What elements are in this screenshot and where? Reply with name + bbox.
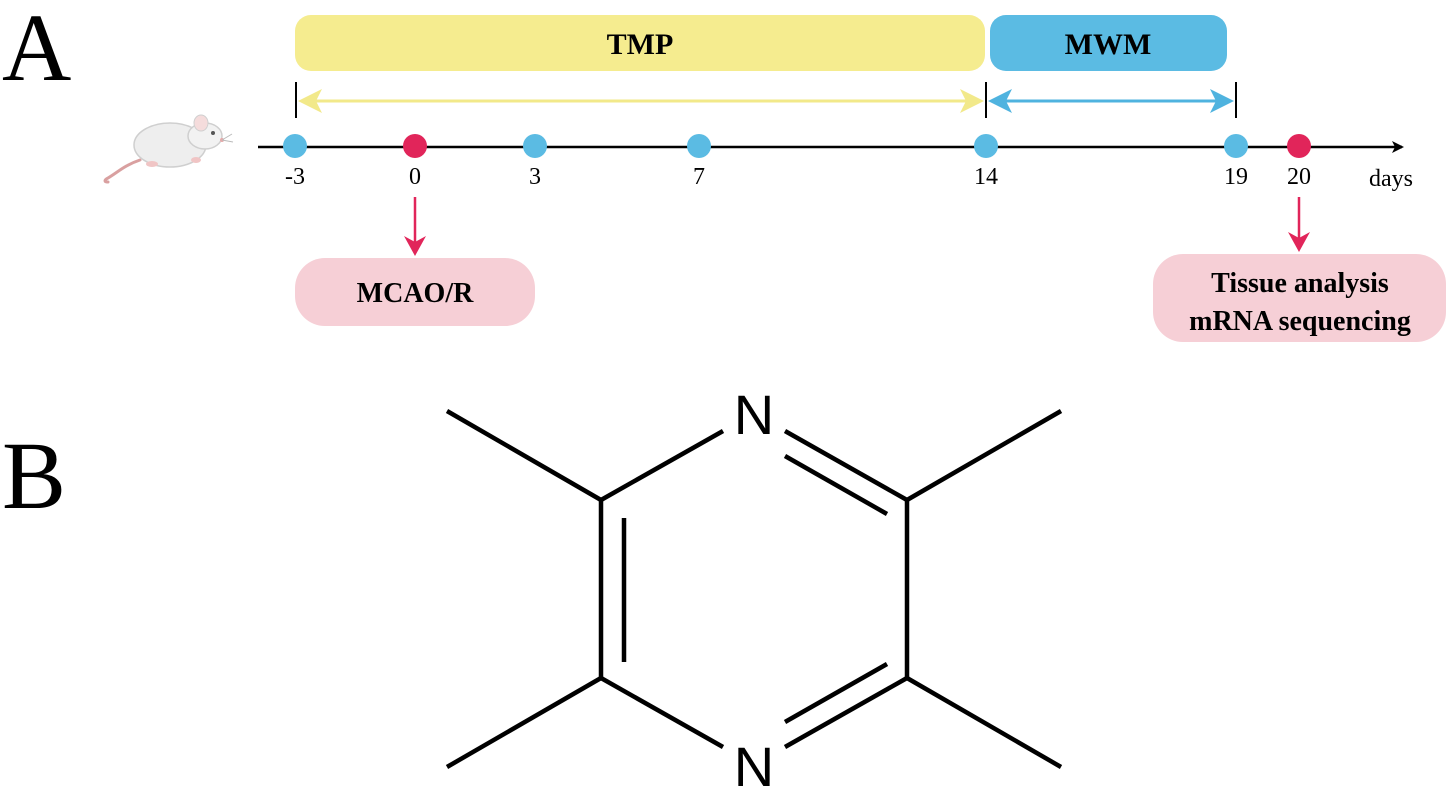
- phase-bar-tmp-rect: [295, 15, 985, 71]
- event-tissue-label-line2: mRNA sequencing: [1189, 306, 1411, 337]
- event-mcao-box: [295, 258, 535, 326]
- atom-n-top: N: [734, 383, 774, 446]
- timepoints: -3 0 3 7 14 19 20: [283, 134, 1311, 190]
- timepoint-label-4: 14: [974, 164, 998, 190]
- timepoint-dot-5: [1224, 134, 1248, 158]
- bond-n4-c5: [783, 676, 909, 749]
- event-mcao-arrowhead: [404, 236, 426, 256]
- bond-c3-n4: [599, 676, 725, 749]
- phase-bar-tmp: TMP: [295, 15, 985, 71]
- molecule-structure: [445, 409, 1063, 769]
- timepoint-dot-0: [283, 134, 307, 158]
- timepoint-dot-3: [687, 134, 711, 158]
- event-tissue-box: [1153, 254, 1446, 342]
- panel-b-label: B: [2, 422, 66, 529]
- bond-n1-c2: [599, 429, 725, 502]
- phase-bar-mwm: MWM: [990, 15, 1227, 71]
- event-tissue: Tissue analysis mRNA sequencing: [1153, 197, 1446, 342]
- methyl-lower-right: [905, 676, 1063, 769]
- phase-bar-mwm-rect: [990, 15, 1227, 71]
- timepoint-label-6: 20: [1287, 164, 1311, 190]
- timepoint-dot-2: [523, 134, 547, 158]
- timepoint-label-0: -3: [285, 164, 305, 190]
- event-tissue-arrowhead: [1288, 232, 1310, 252]
- timepoint-dot-4: [974, 134, 998, 158]
- methyl-upper-right: [905, 409, 1063, 502]
- mouse-icon: [103, 114, 234, 184]
- timepoint-dot-6: [1287, 134, 1311, 158]
- event-tissue-label-line1: Tissue analysis: [1211, 268, 1389, 299]
- event-mcao-label: MCAO/R: [357, 278, 474, 309]
- timepoint-label-5: 19: [1224, 164, 1248, 190]
- atom-n-bottom: N: [734, 735, 774, 791]
- timepoint-label-1: 0: [409, 164, 421, 190]
- mwm-range-arrow: [988, 89, 1234, 113]
- tmp-range-arrow: [298, 89, 984, 113]
- phase-bar-tmp-label: TMP: [607, 28, 674, 61]
- bond-c6-n1: [783, 429, 909, 502]
- bond-c6-n1-double: [783, 454, 889, 516]
- methyl-lower-left: [445, 676, 603, 769]
- timepoint-label-2: 3: [529, 164, 541, 190]
- event-mcao: MCAO/R: [295, 197, 535, 326]
- panel-a-label: A: [2, 0, 71, 101]
- methyl-upper-left: [445, 409, 603, 502]
- axis-unit-label: days: [1369, 166, 1413, 192]
- phase-bar-mwm-label: MWM: [1065, 28, 1152, 61]
- bond-n4-c5-double: [783, 662, 889, 724]
- timepoint-label-3: 7: [693, 164, 705, 190]
- timepoint-dot-1: [403, 134, 427, 158]
